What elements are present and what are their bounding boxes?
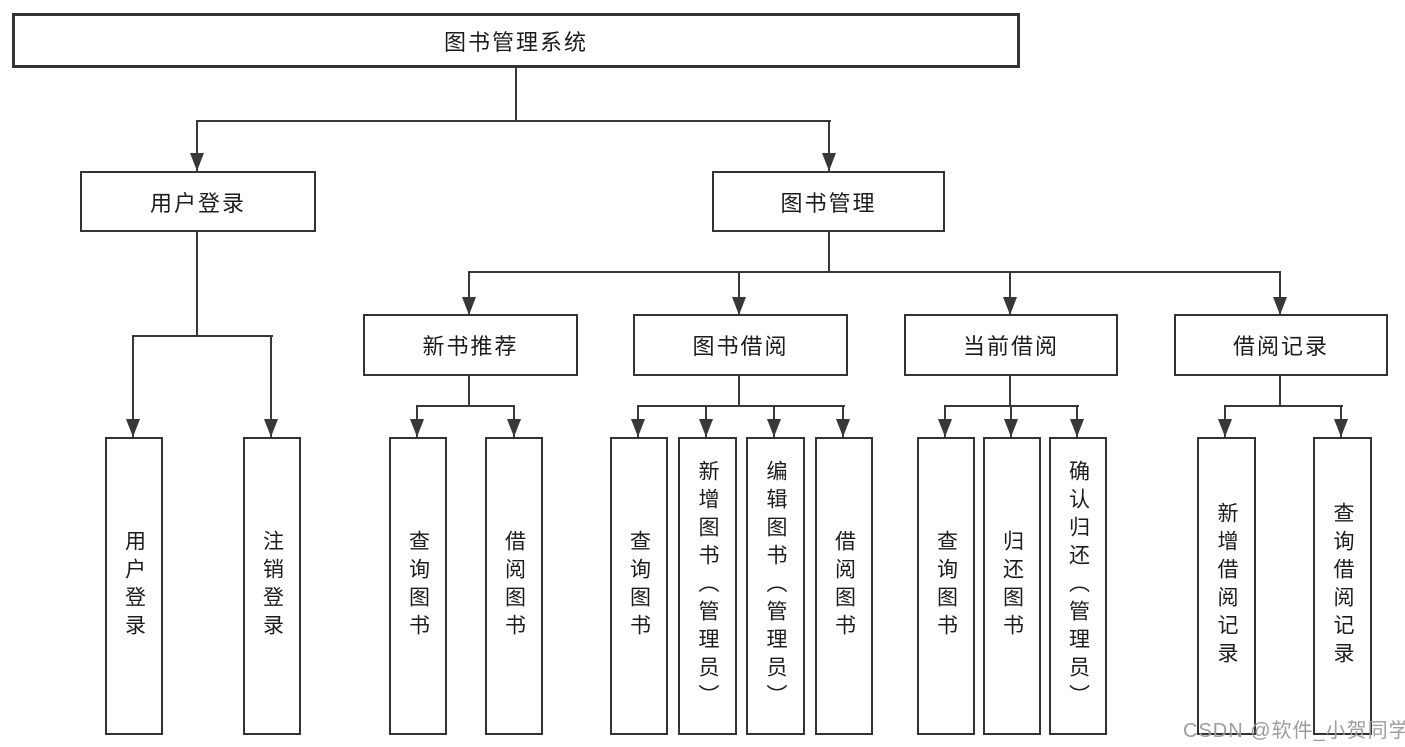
arrow-down-icon — [732, 297, 746, 315]
connector-line — [270, 335, 272, 437]
arrow-down-icon — [1004, 419, 1018, 437]
connector-line — [196, 232, 198, 337]
node-user-login: 用户登录 — [80, 171, 316, 232]
connector-line — [945, 405, 1079, 407]
node-new-book-recommend: 新书推荐 — [363, 314, 578, 376]
leaf-borrow-books-borrow: 借阅图书 — [815, 437, 873, 735]
connector-line — [738, 376, 740, 406]
leaf-confirm-return-admin: 确认归还（管理员） — [1049, 437, 1107, 735]
connector-line — [638, 405, 845, 407]
connector-line — [515, 68, 517, 121]
connector-line — [468, 376, 470, 406]
arrow-down-icon — [1273, 297, 1287, 315]
leaf-query-books-recommend: 查询图书 — [389, 437, 447, 735]
leaf-query-borrow-record: 查询借阅记录 — [1313, 437, 1372, 735]
connector-line — [1279, 271, 1281, 315]
leaf-edit-book-admin: 编辑图书（管理员） — [746, 437, 805, 735]
arrow-down-icon — [767, 419, 781, 437]
leaf-add-book-admin: 新增图书（管理员） — [678, 437, 737, 735]
arrow-down-icon — [699, 419, 713, 437]
arrow-down-icon — [264, 419, 278, 437]
arrow-down-icon — [938, 419, 952, 437]
node-borrow-records: 借阅记录 — [1174, 314, 1388, 376]
connector-line — [417, 405, 515, 407]
arrow-down-icon — [1003, 297, 1017, 315]
connector-line — [132, 335, 134, 437]
node-book-management: 图书管理 — [712, 171, 945, 232]
connector-line — [828, 232, 830, 273]
arrow-down-icon — [507, 419, 521, 437]
arrow-down-icon — [822, 153, 836, 171]
connector-line — [468, 271, 470, 315]
watermark-text: CSDN @软件_小贺同学 — [1183, 720, 1405, 742]
node-current-borrow: 当前借阅 — [904, 314, 1118, 376]
connector-line — [738, 271, 740, 315]
arrow-down-icon — [836, 419, 850, 437]
node-book-management-system: 图书管理系统 — [12, 13, 1020, 68]
connector-line — [1009, 376, 1011, 406]
leaf-user-login: 用户登录 — [105, 437, 163, 735]
node-book-borrow: 图书借阅 — [633, 314, 848, 376]
connector-line — [133, 335, 273, 337]
arrow-down-icon — [462, 297, 476, 315]
leaf-add-borrow-record: 新增借阅记录 — [1197, 437, 1256, 735]
leaf-query-books-borrow: 查询图书 — [610, 437, 668, 735]
leaf-borrow-books-recommend: 借阅图书 — [485, 437, 543, 735]
arrow-down-icon — [1070, 419, 1084, 437]
leaf-logout: 注销登录 — [243, 437, 301, 735]
arrow-down-icon — [126, 419, 140, 437]
connector-line — [197, 120, 831, 122]
connector-line — [196, 120, 198, 171]
leaf-return-book: 归还图书 — [983, 437, 1041, 735]
connector-line — [1009, 271, 1011, 315]
connector-line — [1225, 405, 1343, 407]
leaf-query-books-current: 查询图书 — [917, 437, 975, 735]
connector-line — [469, 271, 1281, 273]
connector-line — [1279, 376, 1281, 406]
arrow-down-icon — [1218, 419, 1232, 437]
arrow-down-icon — [190, 153, 204, 171]
arrow-down-icon — [631, 419, 645, 437]
arrow-down-icon — [410, 419, 424, 437]
connector-line — [828, 120, 830, 171]
arrow-down-icon — [1334, 419, 1348, 437]
